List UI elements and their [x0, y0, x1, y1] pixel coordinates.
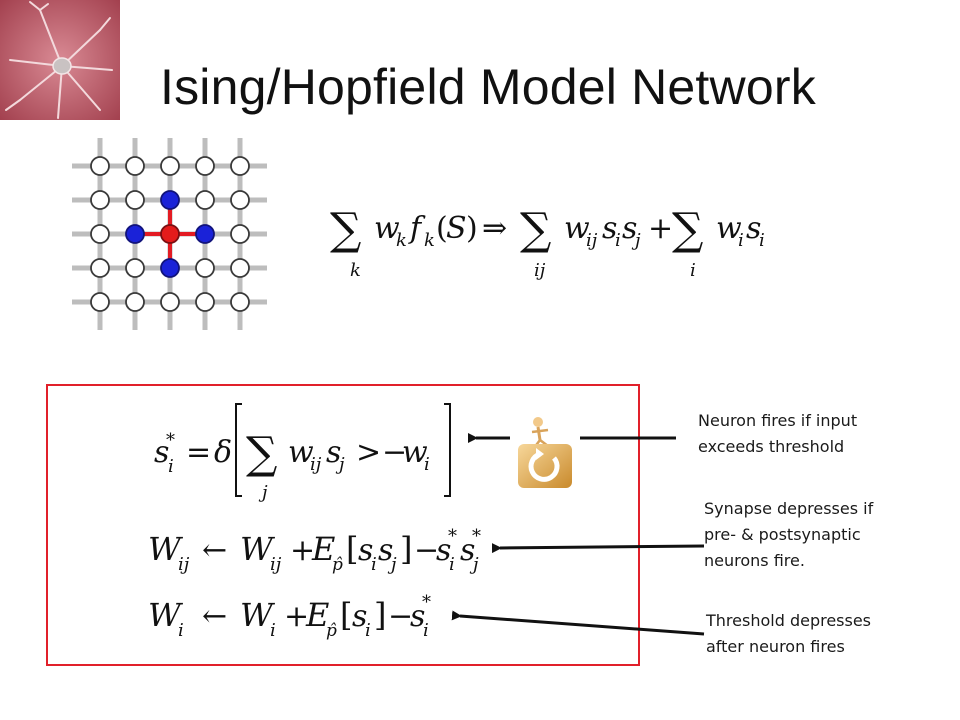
svg-text:j: j	[631, 230, 641, 251]
svg-text:i: i	[738, 230, 744, 251]
svg-text:⇒: ⇒	[482, 211, 507, 246]
svg-text:ij: ij	[586, 230, 598, 251]
threshold-update-equation: W i ← W i + E p̂ [ s i ] − s * i	[148, 592, 431, 641]
svg-text:]: ]	[400, 530, 412, 568]
page-title: Ising/Hopfield Model Network	[160, 59, 816, 115]
svg-text:*: *	[422, 592, 431, 613]
svg-text:ij: ij	[310, 454, 322, 475]
svg-text:p̂: p̂	[332, 555, 343, 575]
annotation-line: pre- & postsynaptic	[704, 525, 861, 544]
svg-text:k: k	[424, 230, 435, 251]
svg-text:w: w	[402, 435, 428, 470]
svg-text:w: w	[564, 211, 590, 246]
svg-text:i: i	[759, 230, 765, 251]
svg-text:k: k	[396, 230, 407, 251]
annotation-line: Threshold depresses	[706, 611, 872, 630]
svg-text:+: +	[648, 211, 673, 246]
svg-text:j: j	[258, 482, 268, 502]
svg-text:i: i	[365, 620, 371, 641]
svg-text:s: s	[410, 599, 425, 634]
svg-text:−: −	[382, 435, 407, 470]
svg-text:(: (	[436, 211, 448, 246]
annotation-threshold-depresses: Threshold depresses after neuron fires	[706, 608, 871, 660]
svg-text:+: +	[290, 533, 315, 568]
annotation-line: exceeds threshold	[698, 437, 845, 456]
svg-text:W: W	[240, 596, 276, 634]
annotation-neuron-fires: Neuron fires if input exceeds threshold	[698, 408, 857, 460]
svg-text:s: s	[602, 211, 617, 246]
svg-text:s: s	[378, 533, 393, 568]
svg-text:s: s	[352, 599, 367, 634]
svg-text:←: ←	[202, 533, 227, 568]
svg-text:s: s	[326, 435, 341, 470]
cycle-arrow-figure-icon	[518, 417, 572, 488]
svg-text:>: >	[356, 435, 381, 470]
annotation-line: Neuron fires if input	[698, 411, 858, 430]
svg-text:]: ]	[374, 596, 386, 634]
svg-text:[: [	[340, 596, 352, 634]
svg-text:=: =	[186, 435, 211, 470]
svg-text:s: s	[622, 211, 637, 246]
svg-text:i: i	[168, 456, 174, 477]
svg-text:∑: ∑	[330, 204, 361, 255]
svg-text:p̂: p̂	[326, 621, 337, 641]
svg-text:−: −	[388, 599, 413, 634]
svg-text:ij: ij	[270, 554, 282, 575]
annotation-line: neurons fire.	[704, 551, 805, 570]
svg-text:i: i	[424, 454, 430, 475]
svg-text:s: s	[154, 435, 169, 470]
svg-text:W: W	[148, 530, 184, 568]
lattice-nodes	[90, 156, 250, 312]
svg-text:E: E	[305, 596, 329, 634]
svg-text:): )	[466, 211, 478, 246]
svg-text:s: s	[746, 211, 761, 246]
center-node	[160, 224, 180, 244]
svg-text:−: −	[414, 533, 439, 568]
svg-text:w: w	[374, 211, 400, 246]
svg-text:*: *	[472, 526, 481, 547]
svg-text:+: +	[284, 599, 309, 634]
svg-text:j: j	[335, 454, 345, 475]
svg-text:W: W	[240, 530, 276, 568]
svg-text:i: i	[449, 554, 455, 575]
svg-text:δ: δ	[214, 435, 232, 470]
svg-text:i: i	[423, 620, 429, 641]
svg-text:∑: ∑	[672, 204, 703, 255]
svg-text:s: s	[358, 533, 373, 568]
svg-text:ij: ij	[178, 554, 190, 575]
svg-text:i: i	[690, 260, 696, 281]
svg-text:i: i	[270, 620, 276, 641]
svg-text:←: ←	[202, 599, 227, 634]
svg-text:i: i	[371, 554, 377, 575]
svg-text:*: *	[166, 430, 175, 451]
svg-text:W: W	[148, 596, 184, 634]
annotation-synapse-depresses: Synapse depresses if pre- & postsynaptic…	[704, 496, 873, 574]
synapse-update-equation: W ij ← W ij + E p̂ [ s i s j ] − s * i s…	[148, 526, 481, 575]
neuron-image-icon	[0, 0, 120, 120]
svg-text:∑: ∑	[246, 428, 277, 479]
svg-text:∑: ∑	[520, 204, 551, 255]
svg-text:i: i	[178, 620, 184, 641]
svg-text:E: E	[311, 530, 335, 568]
svg-text:s: s	[460, 533, 475, 568]
neuron-update-equation: s * i = δ ∑ j w ij s j > − w i	[154, 403, 451, 502]
svg-text:[: [	[346, 530, 358, 568]
neighbor-nodes	[125, 190, 215, 278]
svg-text:ij: ij	[534, 260, 546, 281]
svg-text:i: i	[615, 230, 621, 251]
ising-lattice-diagram	[72, 138, 267, 330]
annotation-line: after neuron fires	[706, 637, 845, 656]
annotation-line: Synapse depresses if	[704, 499, 874, 518]
svg-text:S: S	[446, 211, 467, 246]
svg-text:w: w	[716, 211, 742, 246]
svg-text:s: s	[436, 533, 451, 568]
svg-text:j: j	[387, 554, 397, 575]
svg-text:j: j	[469, 554, 479, 575]
svg-text:k: k	[350, 260, 361, 281]
svg-text:w: w	[288, 435, 314, 470]
energy-equation: ∑ k w k f k ( S ) ⇒ ∑ ij w ij s i s j + …	[330, 204, 765, 281]
update-rules-box	[46, 384, 640, 666]
svg-text:*: *	[448, 526, 457, 547]
